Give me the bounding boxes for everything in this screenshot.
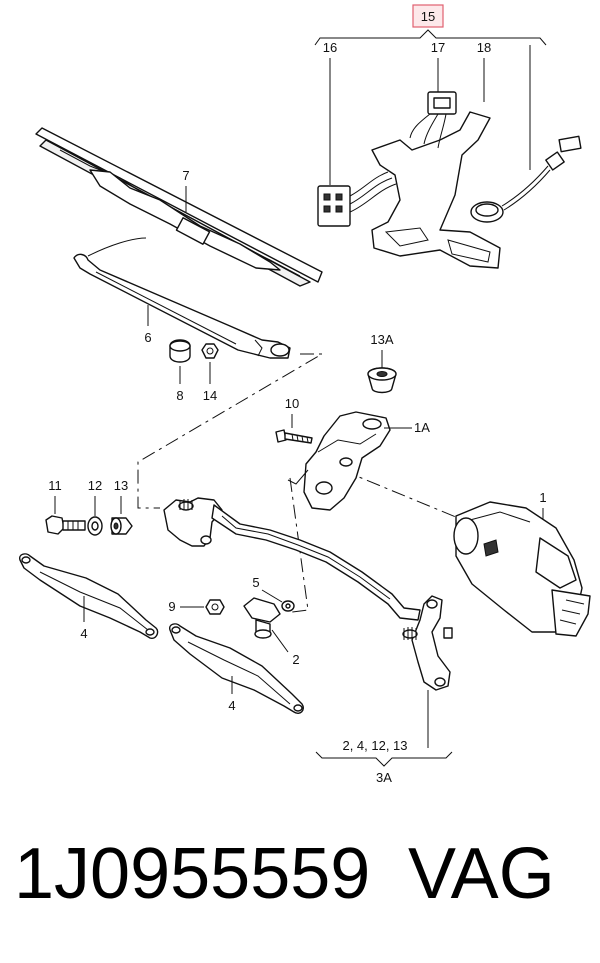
group-3A-label: 3A xyxy=(376,770,392,785)
part-number: 1J0955559 xyxy=(14,834,371,914)
wiper-motor xyxy=(453,501,591,637)
washer-5 xyxy=(281,600,295,612)
callout-9: 9 xyxy=(168,599,175,614)
callout-7: 7 xyxy=(182,168,189,183)
wiper-arm xyxy=(73,253,291,359)
callout-18: 18 xyxy=(477,40,491,55)
callout-6: 6 xyxy=(144,330,151,345)
callout-16: 16 xyxy=(323,40,337,55)
wiper-exploded-diagram: 15 16 17 18 xyxy=(18,4,591,785)
callout-12: 12 xyxy=(88,478,102,493)
group-3A-list: 2, 4, 12, 13 xyxy=(342,738,407,753)
assembly-axis-crank xyxy=(289,477,309,613)
bolt-10 xyxy=(275,429,313,444)
callout-13A: 13A xyxy=(370,332,393,347)
nut-14 xyxy=(201,343,219,359)
group-15-bracket xyxy=(314,29,547,46)
motor-bracket xyxy=(287,411,391,511)
pivot-pin-2 xyxy=(243,597,281,639)
callout-1: 1 xyxy=(539,490,546,505)
arm-blade-link xyxy=(87,237,147,257)
nut-9 xyxy=(205,599,225,615)
assembly-axis-arm xyxy=(137,353,324,509)
wiper-blade xyxy=(35,127,323,287)
callout-10: 10 xyxy=(285,396,299,411)
bolt-11 xyxy=(45,515,86,535)
group-3A-bracket xyxy=(315,751,453,767)
callout-15: 15 xyxy=(421,9,435,24)
callout-15-box: 15 xyxy=(412,4,444,28)
brand-name: VAG xyxy=(408,834,555,914)
callout-4-first: 4 xyxy=(80,626,87,641)
cap-8 xyxy=(169,339,191,363)
link-rod-4b xyxy=(168,623,304,714)
callout-11: 11 xyxy=(48,478,62,493)
callout-14: 14 xyxy=(203,388,217,403)
callout-1A: 1A xyxy=(414,420,430,435)
wiring-harness xyxy=(317,91,582,269)
callout-4-second: 4 xyxy=(228,698,235,713)
link-rod-4a xyxy=(18,553,159,640)
grommet-13A xyxy=(367,367,397,394)
wiper-linkage xyxy=(163,497,453,691)
callout-13: 13 xyxy=(114,478,128,493)
callout-8: 8 xyxy=(176,388,183,403)
washer-12 xyxy=(87,516,103,536)
callout-17: 17 xyxy=(431,40,445,55)
callout-2: 2 xyxy=(292,652,299,667)
callout-5: 5 xyxy=(252,575,259,590)
bush-13 xyxy=(110,517,133,535)
